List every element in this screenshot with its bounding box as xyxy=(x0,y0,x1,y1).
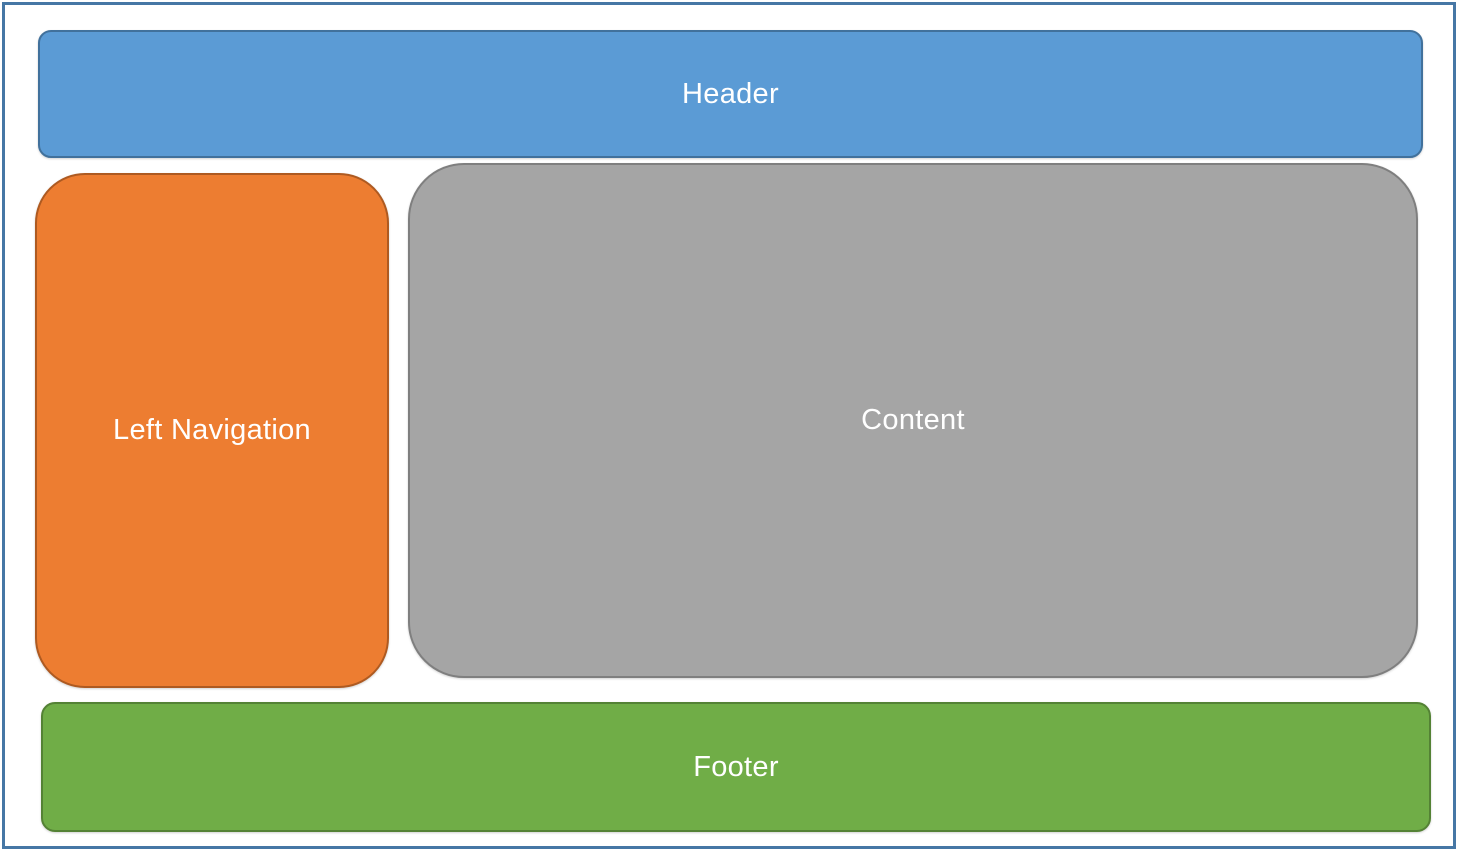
left-navigation-label: Left Navigation xyxy=(113,414,311,446)
content-label: Content xyxy=(861,404,965,436)
content-box: Content xyxy=(408,163,1418,678)
footer-box: Footer xyxy=(41,702,1431,832)
footer-label: Footer xyxy=(693,750,779,783)
header-label: Header xyxy=(682,77,779,110)
left-navigation-box: Left Navigation xyxy=(35,173,389,688)
header-box: Header xyxy=(38,30,1423,158)
